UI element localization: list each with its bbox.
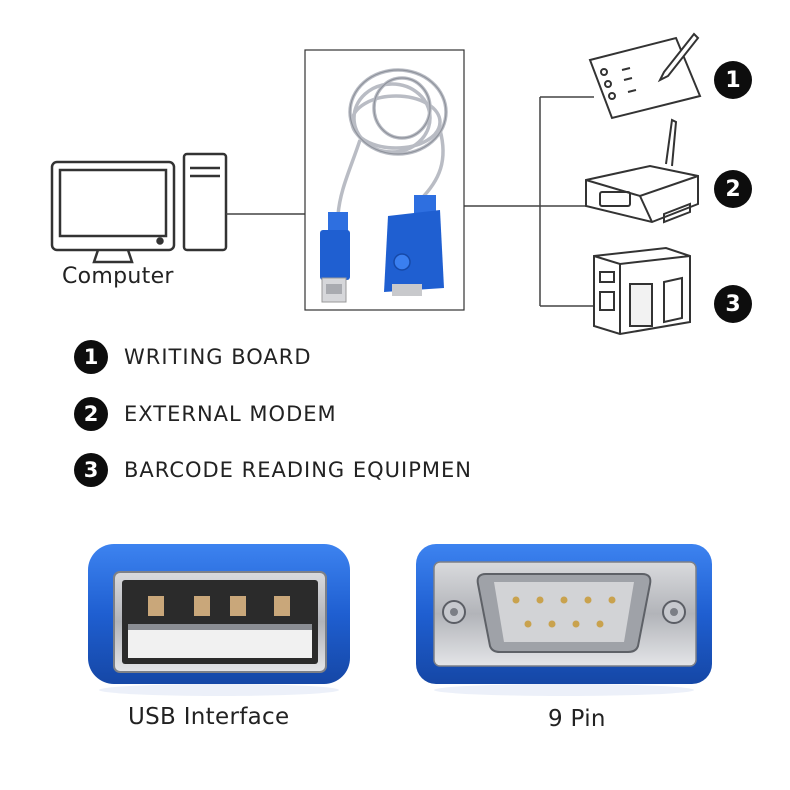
computer-icon: [50, 152, 228, 264]
writing-board-icon: [588, 32, 702, 120]
legend-label: WRITING BOARD: [124, 345, 312, 369]
usb-interface-label: USB Interface: [128, 704, 290, 730]
legend-label: BARCODE READING EQUIPMEN: [124, 458, 472, 482]
legend-number-badge: 1: [74, 340, 108, 374]
legend-item-writing-board: 1 WRITING BOARD: [74, 340, 312, 374]
legend-item-external-modem: 2 EXTERNAL MODEM: [74, 397, 337, 431]
connection-diagram: [50, 32, 702, 336]
legend-number-badge: 2: [74, 397, 108, 431]
connection-lines: [226, 96, 594, 307]
device-number-badge: 1: [714, 61, 752, 99]
legend-number-badge: 3: [74, 453, 108, 487]
db9-connector-image: [416, 544, 712, 696]
legend-item-barcode-equipment: 3 BARCODE READING EQUIPMEN: [74, 453, 472, 487]
nine-pin-label: 9 Pin: [548, 706, 606, 732]
computer-label: Computer: [62, 264, 174, 289]
usb-serial-cable-image: [304, 49, 465, 311]
device-number-badge: 3: [714, 285, 752, 323]
device-number-badge: 2: [714, 170, 752, 208]
legend-label: EXTERNAL MODEM: [124, 402, 337, 426]
usb-connector-image: [88, 544, 350, 696]
modem-icon: [585, 118, 699, 224]
barcode-printer-icon: [593, 246, 691, 336]
